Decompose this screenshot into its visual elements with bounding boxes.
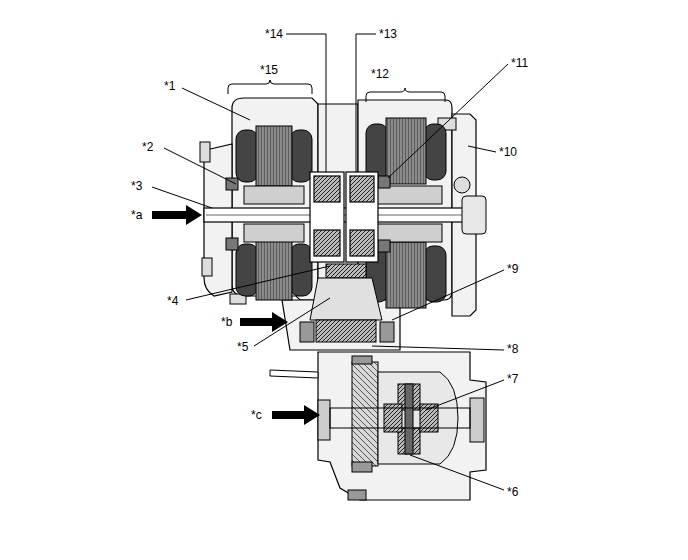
callout-number: *c <box>250 408 263 422</box>
callout-number: *13 <box>378 27 398 41</box>
callout-number: *8 <box>506 342 519 356</box>
callout-number: *7 <box>506 372 519 386</box>
callout-number: *12 <box>370 67 390 81</box>
callout-number: *a <box>130 208 143 222</box>
callout-number: *9 <box>506 262 519 276</box>
callout-number: *10 <box>498 145 518 159</box>
callout-number: *5 <box>236 340 249 354</box>
callout-number: *11 <box>510 56 529 70</box>
callout-number: *3 <box>130 179 143 193</box>
callout-number: *4 <box>166 294 179 308</box>
callout-number: *b <box>220 315 233 329</box>
callout-number: *6 <box>506 485 519 499</box>
callout-number: *14 <box>264 27 284 41</box>
callout-number: *2 <box>141 140 154 154</box>
callout-number: *15 <box>259 63 279 77</box>
callout-number: *1 <box>163 79 176 93</box>
